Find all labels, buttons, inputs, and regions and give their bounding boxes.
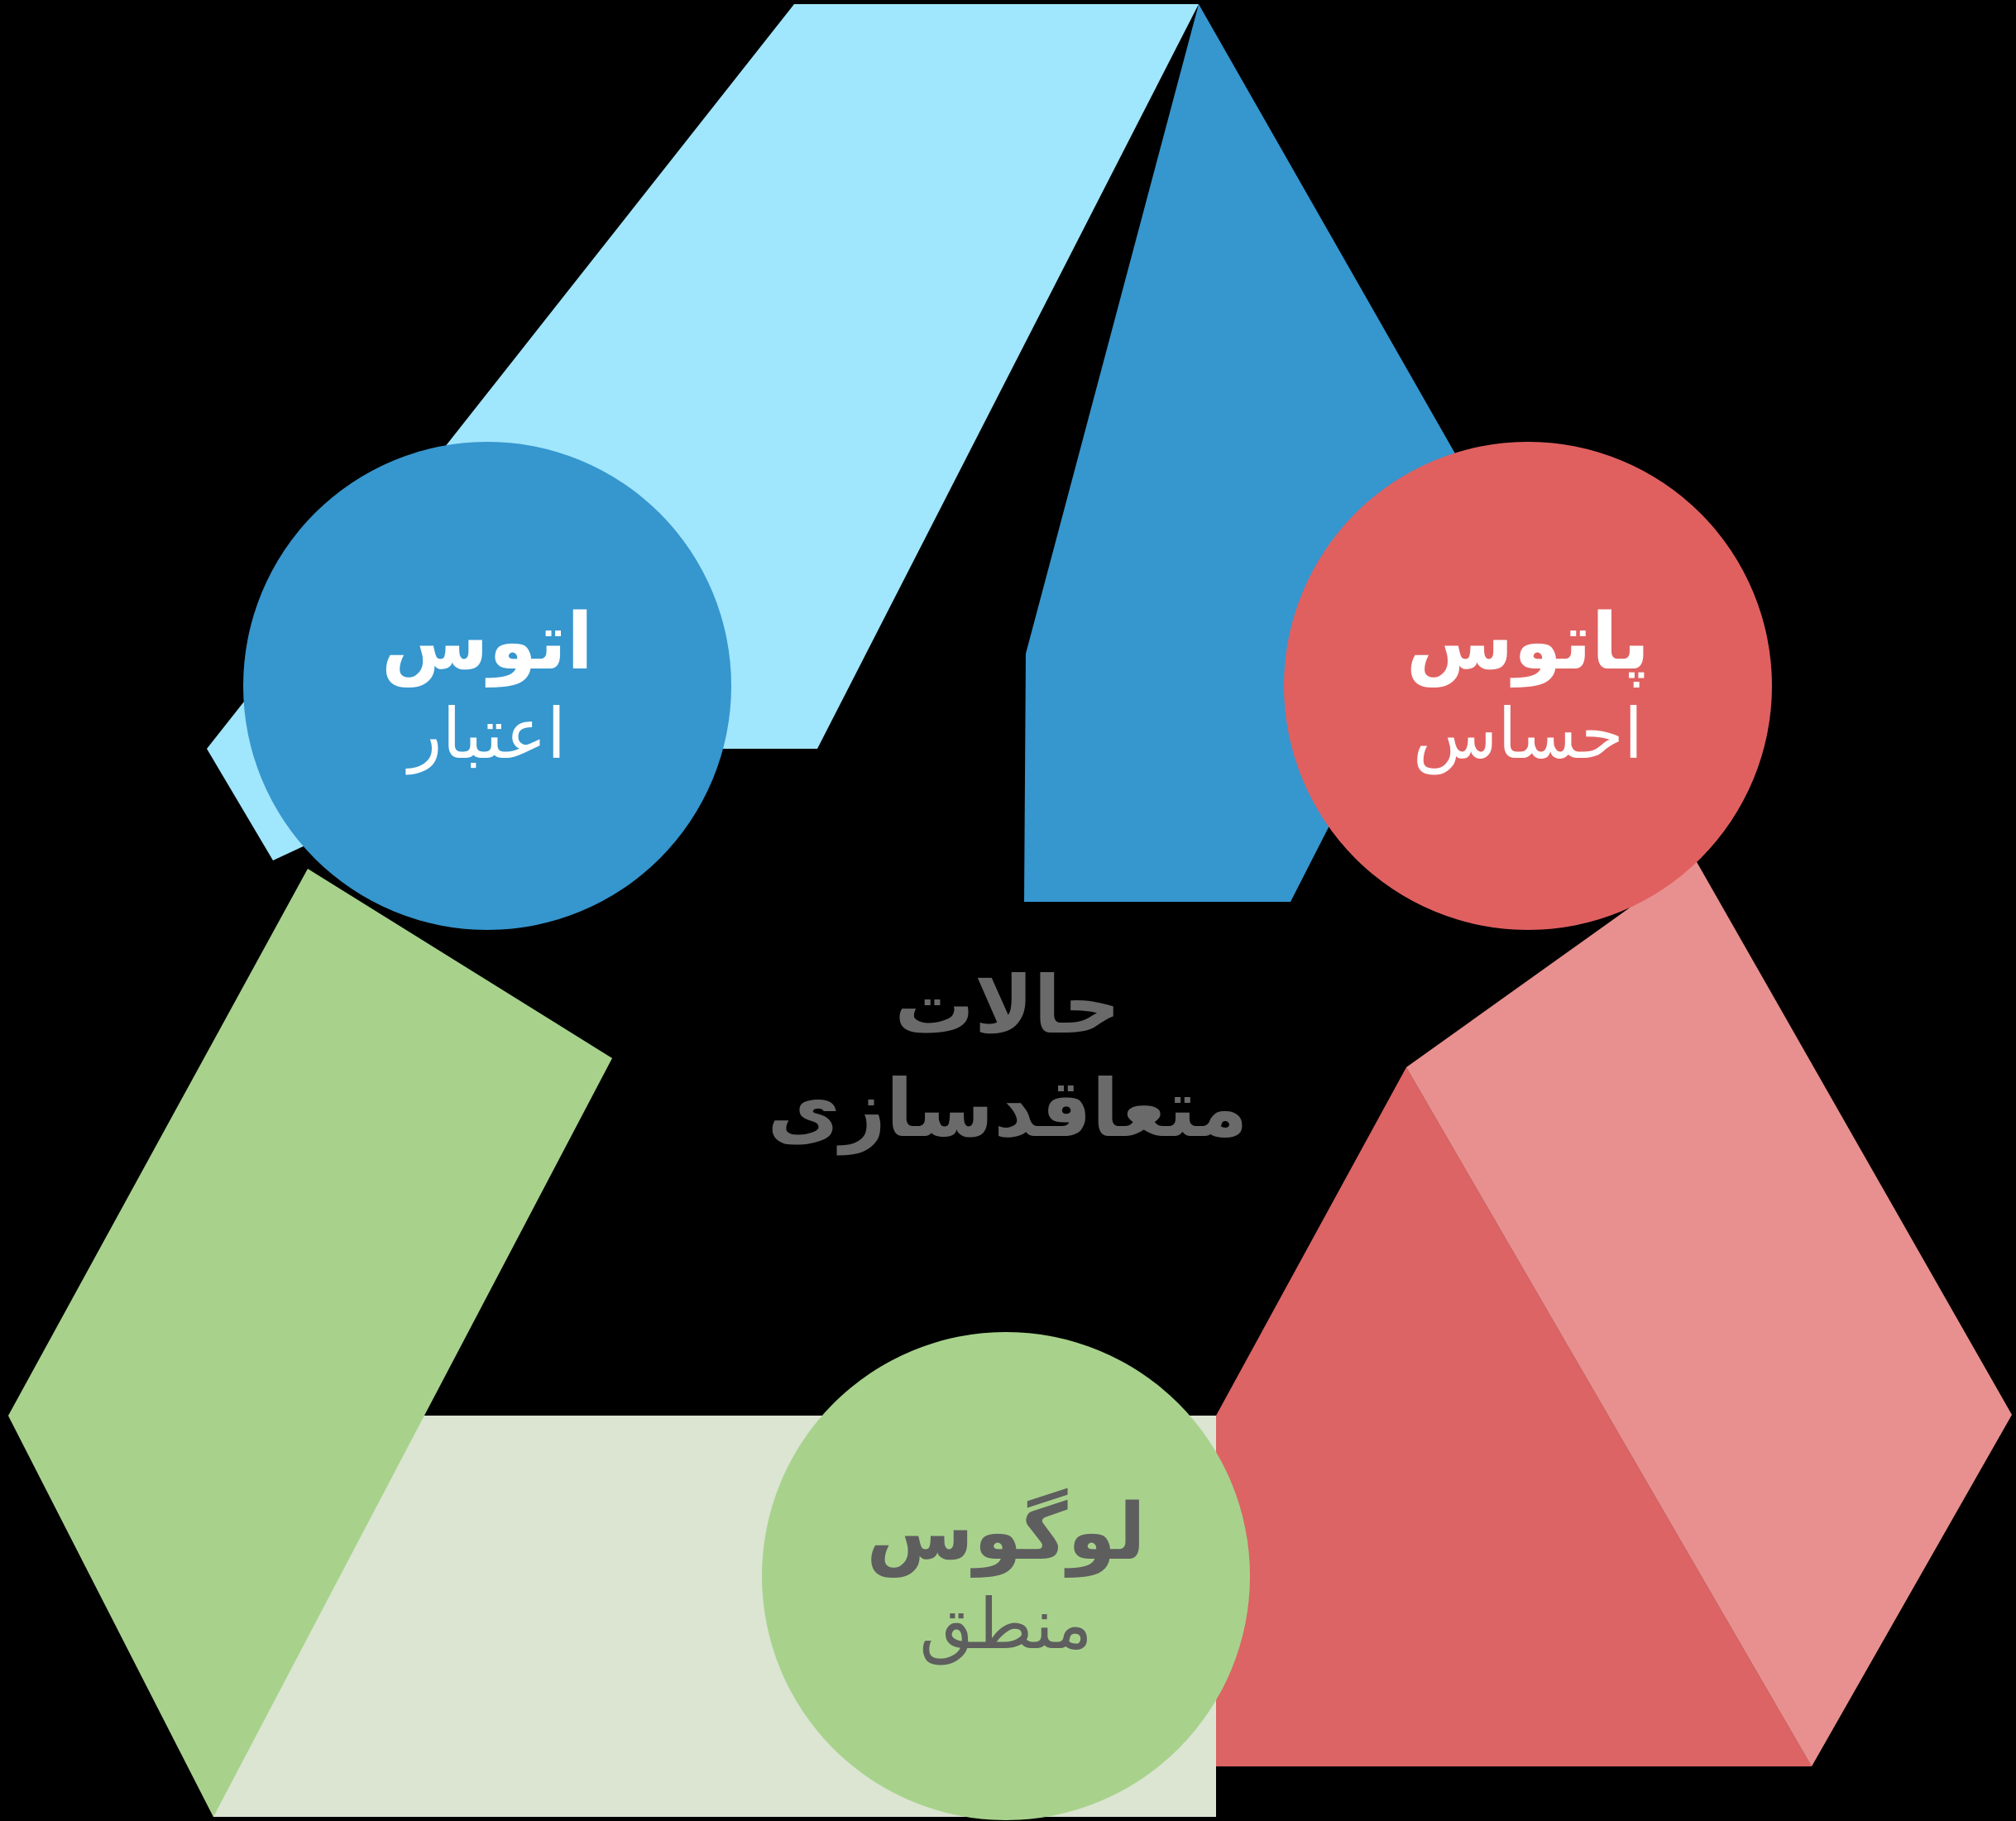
node-logos-title: لوگوس — [866, 1488, 1146, 1579]
node-logos[interactable]: لوگوس منطق — [762, 1332, 1250, 1820]
center-label: حالات متعاقدسازی — [677, 954, 1338, 1161]
band-green-mid — [8, 869, 612, 1817]
center-label-line-1: حالات — [894, 959, 1121, 1052]
band-red-dark — [1216, 1067, 1812, 1766]
center-label-line-2: متعاقدسازی — [767, 1061, 1248, 1155]
node-logos-subtitle: منطق — [919, 1583, 1093, 1665]
node-ethos[interactable]: اتوس اعتبار — [243, 442, 731, 930]
node-ethos-title: اتوس — [381, 597, 594, 688]
node-ethos-subtitle: اعتبار — [408, 692, 567, 774]
band-red-light — [1406, 860, 2012, 1766]
node-pathos-subtitle: احساس — [1412, 692, 1644, 774]
node-pathos[interactable]: پاتوس احساس — [1284, 442, 1772, 930]
node-pathos-title: پاتوس — [1405, 597, 1650, 688]
